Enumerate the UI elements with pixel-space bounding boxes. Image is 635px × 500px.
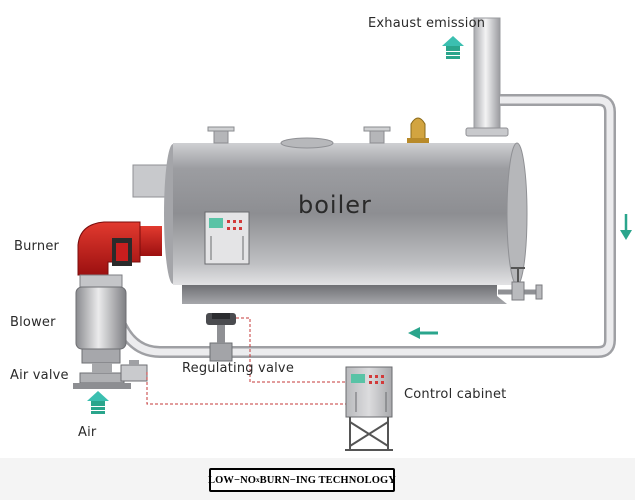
burner-label: Burner [14, 239, 60, 254]
blower [75, 274, 127, 364]
flow-down-arrow [620, 214, 632, 240]
boiler-control-panel [204, 211, 250, 265]
drain-valve [498, 267, 543, 301]
banner-subscript: x [256, 476, 260, 484]
regulating-valve [206, 313, 236, 362]
exhaust-emission-label: Exhaust emission [368, 16, 486, 31]
air-valve-label: Air valve [10, 368, 69, 383]
regulating-valve-label: Regulating valve [182, 361, 295, 376]
flow-left-arrow [408, 327, 438, 339]
banner-suffix: BURN−ING TECHNOLOGY [259, 474, 396, 486]
air-inlet-arrow [87, 391, 109, 414]
control-cabinet [345, 366, 393, 451]
boiler-label: boiler [298, 191, 372, 219]
control-cabinet-label: Control cabinet [404, 387, 507, 402]
exhaust-stack [465, 17, 509, 137]
banner-prefix: LOW−NO [208, 474, 257, 486]
burner [77, 221, 162, 276]
control-signal-lines [146, 317, 348, 405]
exhaust-up-arrow [442, 36, 464, 59]
blower-label: Blower [10, 315, 56, 330]
air-label: Air [78, 425, 97, 440]
